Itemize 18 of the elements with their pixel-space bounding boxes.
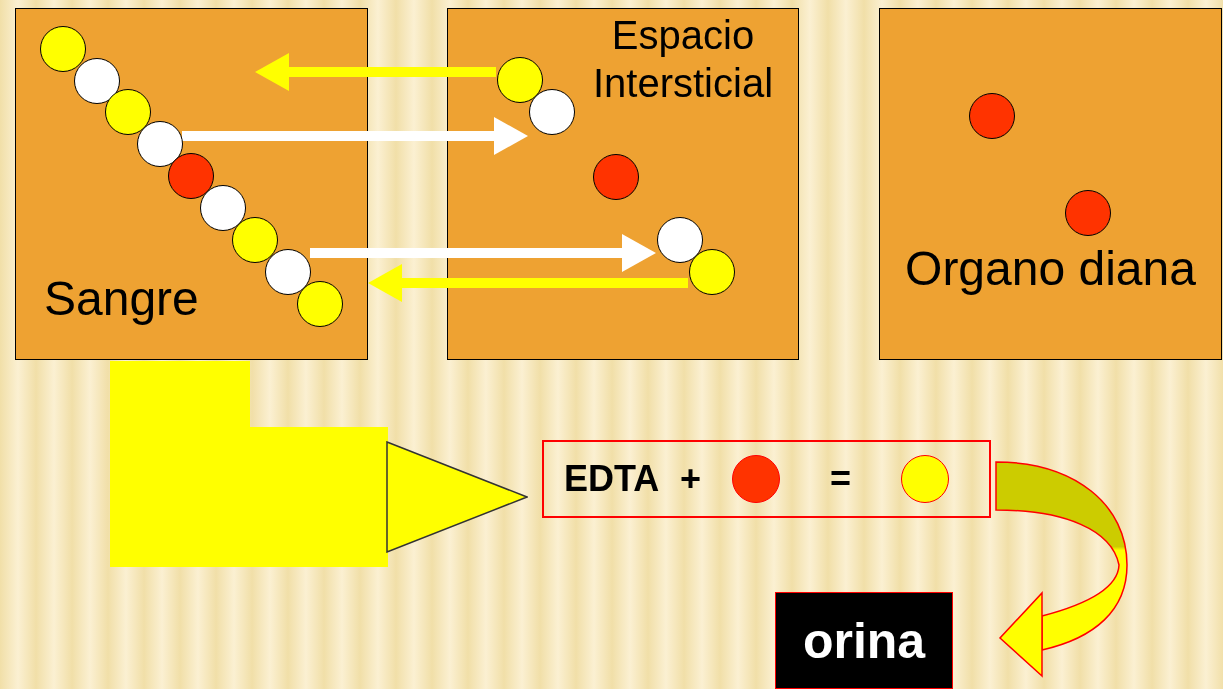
box-label: orina	[802, 612, 926, 669]
curved-arrow	[995, 461, 1128, 678]
box-label: Espacio Intersticial	[591, 12, 775, 107]
label-box	[775, 592, 953, 689]
compartment-box	[447, 8, 799, 360]
arrow	[182, 117, 528, 155]
plus-sign: +	[680, 457, 703, 501]
equals-sign: =	[830, 457, 852, 501]
compartment-box	[879, 8, 1222, 360]
arrow	[310, 234, 656, 272]
equation-text: EDTA	[564, 457, 661, 501]
box-label: Organo diana	[904, 241, 1197, 297]
compartment-box	[15, 8, 368, 360]
box-label: Sangre	[44, 271, 199, 327]
equation-box	[542, 440, 991, 518]
arrow	[255, 53, 496, 91]
arrow	[368, 264, 688, 302]
block-arrow	[110, 361, 528, 567]
